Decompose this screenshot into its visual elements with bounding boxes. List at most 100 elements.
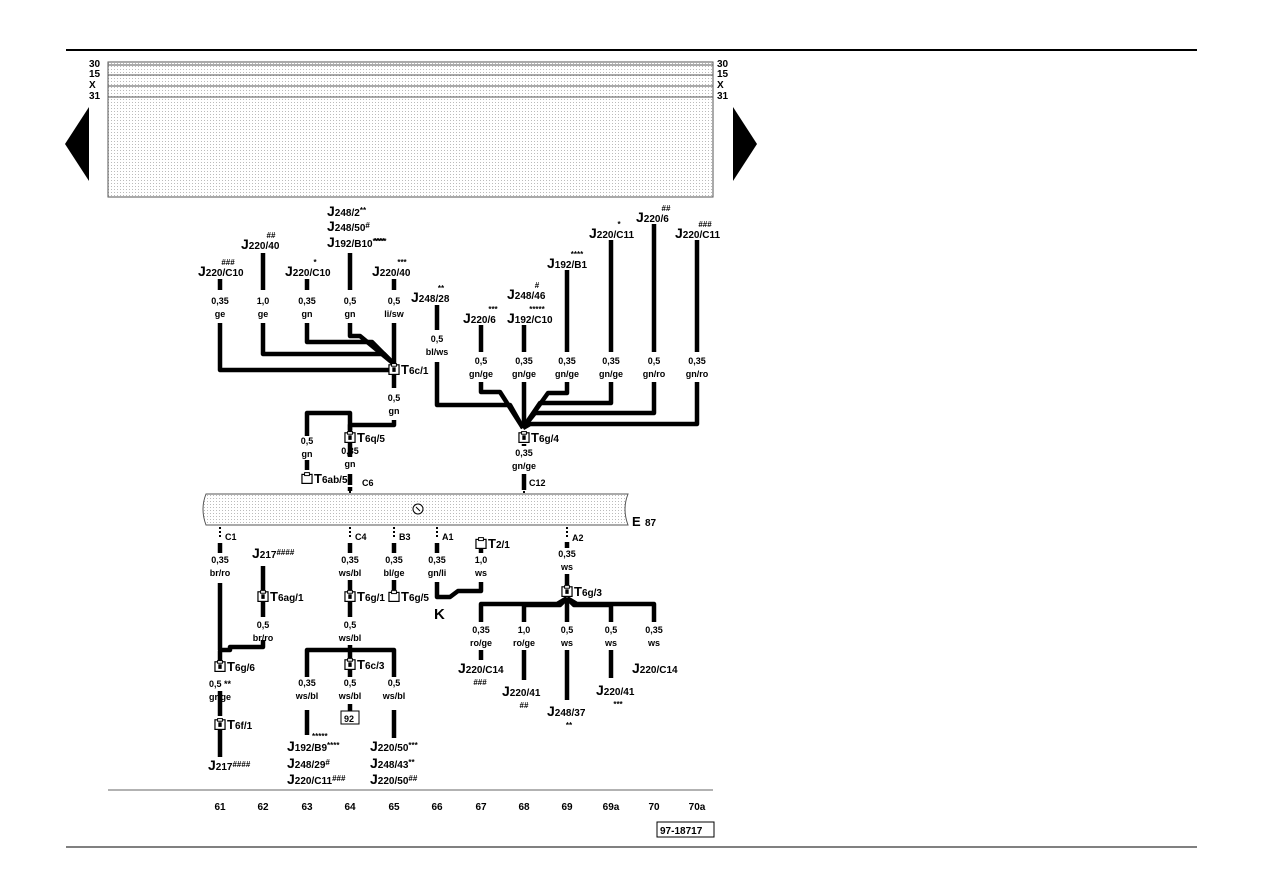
- component-label: J248/29#: [287, 755, 330, 771]
- wire-size: 0,5: [344, 296, 357, 306]
- component-label: J220/41: [596, 682, 635, 698]
- pin-label: A1: [442, 532, 454, 542]
- connector-label: T2/1: [488, 536, 510, 551]
- diagram-number-box: [656, 821, 715, 838]
- wire-size: 0,5: [648, 356, 661, 366]
- wire-size: 1,0: [475, 555, 488, 565]
- component-label: J220/6: [463, 310, 496, 326]
- component-label: J192/C10: [507, 310, 553, 326]
- variant-mark: *****: [529, 305, 545, 314]
- connector-icon: [388, 363, 400, 375]
- component-label: J192/B10****: [327, 234, 386, 250]
- variant-mark: **: [438, 284, 445, 293]
- wire-color: gn: [345, 309, 356, 319]
- track-number: 62: [257, 802, 269, 813]
- variant-mark: ##: [520, 701, 529, 710]
- connector-icon: [388, 590, 400, 602]
- connector-icon: [344, 590, 356, 602]
- wire-color: gn/ro: [643, 369, 666, 379]
- wire-color: gn/ro: [686, 369, 709, 379]
- component-label: J220/C14: [458, 660, 504, 676]
- rail-label: 15: [717, 69, 729, 80]
- component-label: J248/50#: [327, 218, 370, 234]
- component-label: J220/40: [241, 236, 280, 252]
- wire-color: li/sw: [384, 309, 405, 319]
- component-label: J220/C14: [632, 660, 678, 676]
- variant-mark: *: [313, 258, 317, 267]
- component-label: J248/46: [507, 286, 546, 302]
- variant-mark: ###: [221, 258, 235, 267]
- variant-mark: *: [617, 220, 621, 229]
- component-label: J192/B9****: [287, 738, 340, 754]
- connector-label: T6g/3: [574, 584, 602, 599]
- track-number: 69a: [603, 802, 620, 813]
- component-sub: 87: [645, 518, 657, 529]
- fuse-box: [340, 710, 360, 725]
- track-number: 66: [431, 802, 443, 813]
- wire-size: 1,0: [518, 625, 531, 635]
- next-page-arrow-icon[interactable]: [733, 107, 757, 181]
- track-number: 64: [344, 802, 356, 813]
- variant-mark: ***: [488, 305, 498, 314]
- connector-label: T6c/1: [401, 362, 429, 377]
- connector-label: T6q/5: [357, 430, 385, 445]
- component-label: J192/B1: [547, 255, 587, 271]
- connector-icon: [257, 590, 269, 602]
- connector-icon: [214, 718, 226, 730]
- track-number: 61: [214, 802, 226, 813]
- wire-size: 0,35: [298, 296, 316, 306]
- component-label: *****: [312, 732, 328, 741]
- wire-color: gn/li: [428, 568, 447, 578]
- wire-color: ws/bl: [338, 568, 362, 578]
- pin-label: B3: [399, 532, 411, 542]
- connector-icon: [561, 585, 573, 597]
- connector-label: T6g/4: [531, 430, 559, 445]
- wire-size: 1,0: [257, 296, 270, 306]
- wire-color: gn/ge: [555, 369, 579, 379]
- component-label: J217####: [208, 757, 251, 773]
- wire-size: 0,5: [388, 393, 401, 403]
- connector-icon: [518, 431, 530, 443]
- wire-size: 0,35: [472, 625, 490, 635]
- variant-mark: ****: [571, 250, 584, 259]
- component-label: J248/43**: [370, 755, 416, 771]
- connector-label: T6ab/5: [314, 471, 348, 486]
- wire-size: 0,5: [344, 620, 357, 630]
- wire-color: gr/ge: [209, 692, 231, 702]
- wire-color: bl/ge: [383, 568, 404, 578]
- wire-color: ws: [560, 638, 573, 648]
- component-label: J220/C10: [285, 263, 331, 279]
- ground-label: K: [434, 606, 445, 623]
- component-letter: E: [632, 514, 641, 529]
- track-number: 68: [518, 802, 530, 813]
- variant-mark: **: [566, 721, 573, 730]
- wire-color: ws/bl: [382, 691, 406, 701]
- component-label: J220/C11###: [287, 771, 346, 787]
- component-label: J220/50***: [370, 738, 419, 754]
- wire-size: 0,5: [475, 356, 488, 366]
- rail-label: 15: [89, 69, 101, 80]
- wire-size: 0,35: [515, 448, 533, 458]
- diagram-number: 97-18717: [660, 826, 703, 837]
- component-label: ****: [374, 237, 387, 246]
- pin-label: C4: [355, 532, 367, 542]
- wire-color: bl/ws: [426, 347, 449, 357]
- component-label: J220/C11: [589, 225, 634, 241]
- wire-color: ws/bl: [338, 691, 362, 701]
- previous-page-arrow-icon[interactable]: [65, 107, 89, 181]
- wire-color: gn/ge: [469, 369, 493, 379]
- component-label: J220/6: [636, 209, 669, 225]
- wire-size: 0,5: [431, 334, 444, 344]
- track-number: 69: [561, 802, 573, 813]
- wire-color: gn/ge: [512, 461, 536, 471]
- wire-size: 0,35: [558, 356, 576, 366]
- wire-size: 0,35: [602, 356, 620, 366]
- wire-size: 0,35: [341, 446, 359, 456]
- component-label: J220/C11: [675, 225, 720, 241]
- wire-size: 0,35: [645, 625, 663, 635]
- connector-icon: [344, 431, 356, 443]
- component-label: J248/2**: [327, 203, 367, 219]
